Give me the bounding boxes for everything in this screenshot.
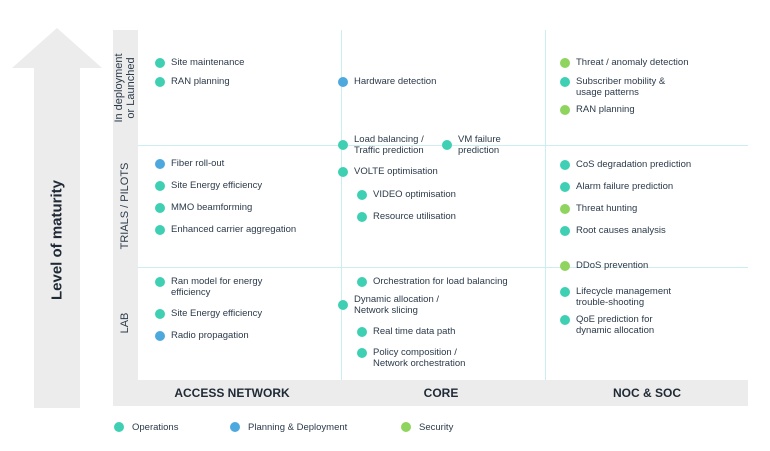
item-label: VOLTE optimisation — [354, 166, 438, 177]
item-label: Policy composition / Network orchestrati… — [373, 347, 466, 369]
row-label-bar — [113, 30, 138, 380]
category-dot — [357, 277, 367, 287]
item-label: Planning & Deployment — [248, 422, 348, 433]
column-label-access-network: ACCESS NETWORK — [174, 386, 290, 400]
item-label: Subscriber mobility & usage patterns — [576, 76, 666, 98]
legend-dot — [230, 422, 240, 432]
category-dot — [155, 225, 165, 235]
item-label: Operations — [132, 422, 179, 433]
category-dot — [560, 261, 570, 271]
category-dot — [560, 160, 570, 170]
item-label: Lifecycle management trouble-shooting — [576, 286, 672, 308]
item-label: MMO beamforming — [171, 202, 253, 213]
category-dot — [560, 182, 570, 192]
item-label: Threat hunting — [576, 203, 638, 214]
category-dot — [560, 315, 570, 325]
category-dot — [338, 167, 348, 177]
category-dot — [155, 159, 165, 169]
item-label: Resource utilisation — [373, 211, 456, 222]
item-label: VIDEO optimisation — [373, 189, 456, 200]
category-dot — [560, 105, 570, 115]
row-divider — [138, 267, 748, 268]
item-label: Ran model for energy efficiency — [171, 276, 263, 298]
category-dot — [338, 77, 348, 87]
maturity-arrow — [12, 28, 102, 408]
item-label: Load balancing / Traffic prediction — [354, 134, 424, 156]
column-label-bar — [113, 380, 748, 406]
category-dot — [155, 309, 165, 319]
item-label: Real time data path — [373, 326, 456, 337]
category-dot — [357, 190, 367, 200]
item-label: Site maintenance — [171, 57, 245, 68]
item-label: Threat / anomaly detection — [576, 57, 689, 68]
item-label: Site Energy efficiency — [171, 180, 263, 191]
item-label: QoE prediction for dynamic allocation — [576, 314, 655, 336]
category-dot — [155, 181, 165, 191]
legend-dot — [114, 422, 124, 432]
column-divider — [341, 30, 342, 380]
item-label: Security — [419, 422, 454, 433]
row-label-trials: TRIALS / PILOTS — [119, 162, 131, 250]
category-dot — [338, 140, 348, 150]
category-dot — [357, 212, 367, 222]
category-dot — [560, 226, 570, 236]
item-label: DDoS prevention — [576, 260, 649, 271]
item-label: Alarm failure prediction — [576, 181, 674, 192]
item-label: Dynamic allocation / Network slicing — [354, 294, 440, 316]
category-dot — [357, 327, 367, 337]
item-label: RAN planning — [171, 76, 230, 87]
item-label: Orchestration for load balancing — [373, 276, 508, 287]
item-label: Fiber roll-out — [171, 158, 225, 169]
column-divider — [545, 30, 546, 380]
category-dot — [560, 77, 570, 87]
item-label: CoS degradation prediction — [576, 159, 692, 170]
item-label: Radio propagation — [171, 330, 249, 341]
category-dot — [357, 348, 367, 358]
category-dot — [155, 203, 165, 213]
category-dot — [155, 77, 165, 87]
column-label-noc-soc: NOC & SOC — [612, 386, 682, 400]
row-label-deployment: In deployment or Launched — [113, 53, 137, 123]
category-dot — [155, 331, 165, 341]
row-label-lab: LAB — [119, 312, 131, 334]
item-label: Enhanced carrier aggregation — [171, 224, 297, 235]
category-dot — [442, 140, 452, 150]
item-label: VM failure prediction — [458, 134, 501, 156]
y-axis-label: Level of maturity — [48, 179, 66, 301]
category-dot — [155, 277, 165, 287]
category-dot — [560, 58, 570, 68]
item-label: Root causes analysis — [576, 225, 666, 236]
category-dot — [560, 287, 570, 297]
legend-dot — [401, 422, 411, 432]
item-label: Hardware detection — [354, 76, 437, 87]
column-label-core: CORE — [423, 386, 459, 400]
category-dot — [560, 204, 570, 214]
item-label: Site Energy efficiency — [171, 308, 263, 319]
category-dot — [155, 58, 165, 68]
category-dot — [338, 300, 348, 310]
item-label: RAN planning — [576, 104, 635, 115]
